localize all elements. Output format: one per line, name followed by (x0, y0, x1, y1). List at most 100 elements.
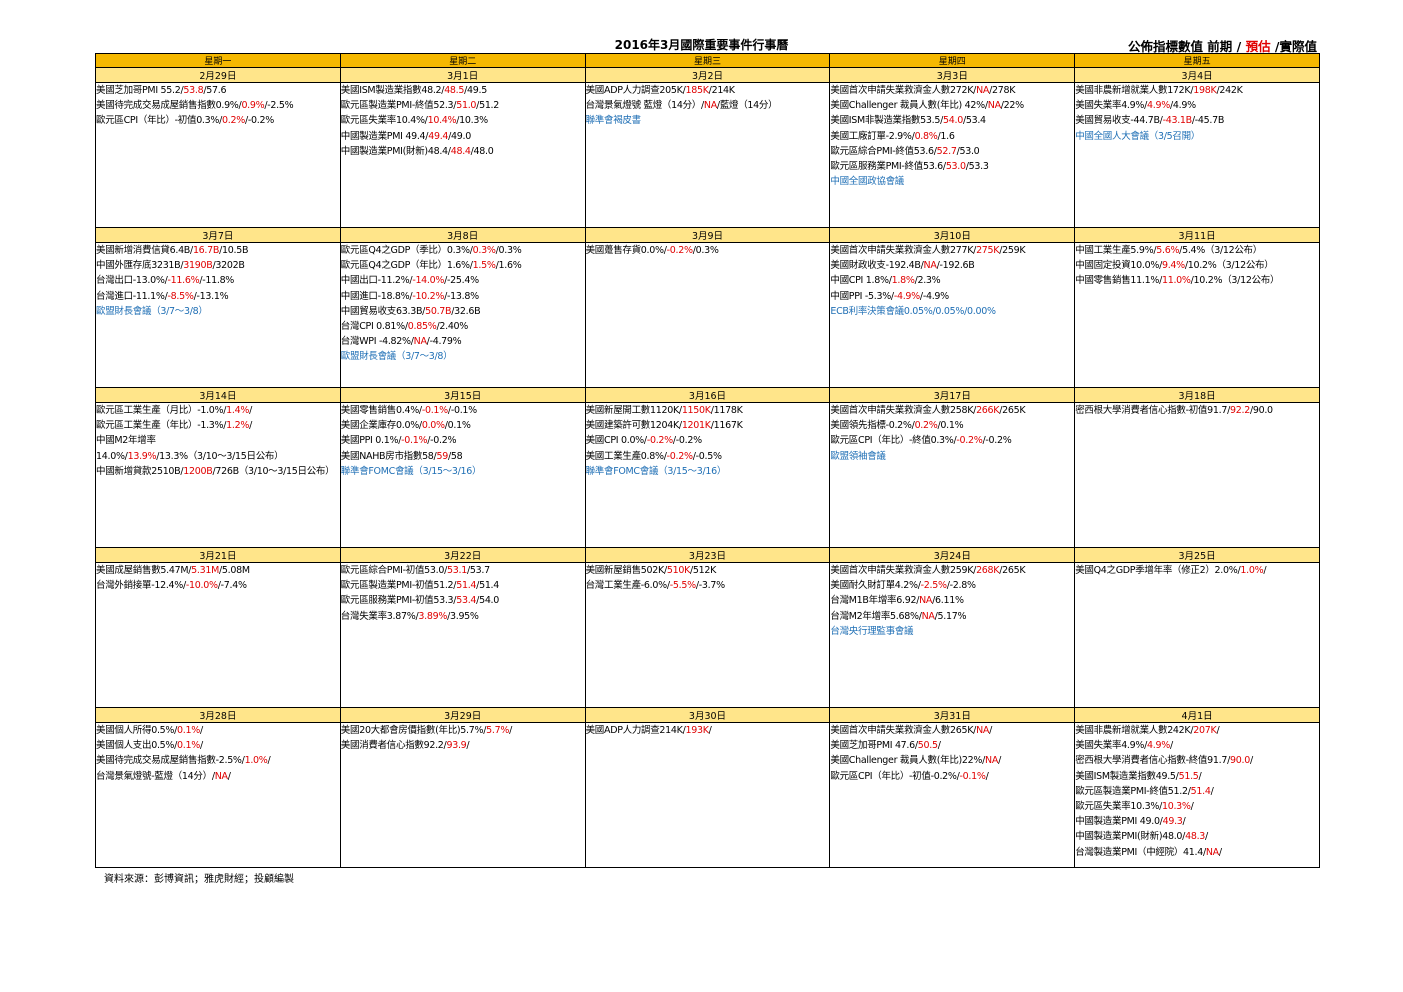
forecast-value: 1201K (681, 420, 711, 432)
weekday-header: 星期五 (1074, 53, 1320, 68)
forecast-value: 4.9% (1147, 100, 1170, 112)
forecast-value: NA (919, 595, 933, 607)
forecast-value: NA (985, 755, 999, 767)
event-line: 美國CPI 0.0%/-0.2%/-0.2% (585, 435, 703, 447)
forecast-value: NA (1205, 846, 1219, 858)
forecast-value: 1.0% (1240, 565, 1264, 576)
forecast-value: 4.9% (1147, 740, 1170, 752)
event-line: 中國貿易收支63.3B/50.7B/32.6B (340, 305, 481, 317)
source-note: 資料來源：彭博資訊；雅虎財經；投顧編製 (104, 874, 294, 885)
event-line: 美國新增消費信貸6.4B/16.7B/10.5B (96, 245, 249, 256)
forecast-value: 0.3% (472, 245, 496, 256)
event-line: 台灣央行理監事會議 (830, 625, 914, 637)
date-cell: 3月17日 (829, 387, 1076, 403)
forecast-value: 0.8% (914, 130, 938, 142)
event-line: ECB利率決策會議0.05%/0.05%/0.00% (830, 305, 996, 317)
event-line: 中國製造業PMI 49.4/49.4/49.0 (340, 130, 472, 142)
event-line: 歐盟領袖會議 (830, 450, 886, 462)
event-line: 美國工廠訂單-2.9%/0.8%/1.6 (830, 130, 955, 142)
date-cell: 3月25日 (1074, 547, 1320, 563)
event-line: 美國ADP人力調查214K/193K/ (585, 725, 712, 736)
weekday-header: 星期三 (584, 53, 831, 68)
day-events-cell: 美國20大都會房價指數(年比)5.7%/5.7%/美國消費者信心指數92.2/9… (339, 722, 586, 868)
date-cell: 3月31日 (829, 707, 1076, 723)
forecast-value: NA (703, 100, 717, 112)
forecast-value: -0.2% (956, 435, 983, 447)
event-line: 台灣失業率3.87%/3.89%/3.95% (340, 610, 479, 622)
forecast-value: -0.1% (421, 405, 448, 416)
forecast-value: NA (214, 770, 228, 782)
event-line: 美國建築許可數1204K/1201K/1167K (585, 420, 743, 432)
day-events-cell: 美國躉售存貨0.0%/-0.2%/0.3% (584, 242, 831, 388)
forecast-value: 3.89% (418, 610, 448, 622)
event-line: 歐元區工業生產（月比）-1.0%/1.4%/ (96, 405, 253, 416)
event-line: 美國ISM製造業指數49.5/51.5/ (1075, 770, 1202, 782)
date-cell: 4月1日 (1074, 707, 1320, 723)
page-title: 2016年3月國際重要事件行事曆 (614, 38, 789, 52)
events-row: 美國新增消費信貸6.4B/16.7B/10.5B 中國外匯存底3231B/3190… (95, 242, 1320, 388)
forecast-value: NA (987, 100, 1001, 112)
forecast-value: 50.5 (917, 740, 938, 752)
forecast-value: -2.5% (920, 580, 947, 592)
event-line: 美國待完成交易成屋銷售指數-2.5%/1.0%/ (96, 755, 271, 767)
forecast-value: 275K (976, 245, 1000, 256)
weekday-header-row: 星期一 星期二 星期三 星期四 星期五 (95, 53, 1320, 68)
forecast-value: 48.3 (1185, 831, 1206, 843)
forecast-value: 193K (685, 725, 709, 736)
forecast-value: 207K (1193, 725, 1217, 736)
forecast-value: 0.85% (407, 321, 437, 333)
event-line: 中國固定投資10.0%/9.4%/10.2%（3/12公布） (1075, 260, 1274, 272)
event-line: 台灣製造業PMI（中經院）41.4/NA/ (1075, 846, 1222, 858)
forecast-value: 1.4% (226, 405, 250, 416)
day-events-cell: 美國個人所得0.5%/0.1%/美國個人支出0.5%/0.1%/美國待完成交易成… (95, 722, 341, 868)
forecast-value: NA (976, 725, 990, 736)
event-line: 中國出口-11.2%/-14.0%/-25.4% (340, 275, 479, 287)
event-line: 美國Challenger 裁員人數(年比) 42%/NA/22% (830, 100, 1024, 112)
day-events-cell: 美國首次申請失業救濟金人數265K/NA/美國芝加哥PMI 47.6/50.5/… (829, 722, 1076, 868)
date-cell: 3月23日 (584, 547, 831, 563)
forecast-value: -0.2% (646, 435, 673, 447)
events-row: 美國個人所得0.5%/0.1%/美國個人支出0.5%/0.1%/美國待完成交易成… (95, 722, 1320, 868)
forecast-value: 268K (976, 565, 1000, 576)
date-cell: 3月2日 (584, 67, 831, 83)
event-line: 歐元區製造業PMI-初值51.2/51.4/51.4 (340, 580, 500, 592)
date-cell: 3月16日 (584, 387, 831, 403)
event-line: 中國全國人大會議（3/5召開） (1075, 130, 1200, 142)
forecast-value: 54.0 (942, 115, 963, 127)
date-cell: 3月15日 (339, 387, 586, 403)
forecast-value: 59 (436, 450, 448, 462)
events-row: 歐元區工業生產（月比）-1.0%/1.4%/歐元區工業生產（年比）-1.3%/1… (95, 402, 1320, 548)
event-line: 歐元區製造業PMI-終值52.3/51.0/51.2 (340, 100, 500, 112)
event-line: 美國Q4之GDP季增年率（修正2）2.0%/1.0%/ (1075, 565, 1267, 576)
event-line: 美國工業生產0.8%/-0.2%/-0.5% (585, 450, 722, 462)
event-line: 台灣WPI -4.82%/NA/-4.79% (340, 336, 462, 348)
forecast-value: -10.2% (412, 290, 445, 302)
event-line: 歐元區失業率10.3%/10.3%/ (1075, 801, 1194, 813)
day-events-cell: 美國Q4之GDP季增年率（修正2）2.0%/1.0%/ (1074, 562, 1320, 708)
event-line: 美國PPI 0.1%/-0.1%/-0.2% (340, 435, 457, 447)
event-line: 美國耐久財訂單4.2%/-2.5%/-2.8% (830, 580, 976, 592)
forecast-value: 1.5% (472, 260, 496, 272)
forecast-value: 13.9% (127, 450, 157, 462)
date-cell: 3月22日 (339, 547, 586, 563)
date-cell: 3月3日 (829, 67, 1076, 83)
event-line: 美國芝加哥PMI 47.6/50.5/ (830, 740, 941, 752)
event-line: 美國首次申請失業救濟金人數265K/NA/ (830, 725, 992, 736)
forecast-value: 10.4% (427, 115, 457, 127)
event-line: 中國CPI 1.8%/1.8%/2.3% (830, 275, 941, 287)
event-line: 台灣景氣燈號 藍燈（14分）/NA/藍燈（14分） (585, 100, 778, 112)
event-line: 台灣景氣燈號-藍燈（14分）/NA/ (96, 770, 231, 782)
forecast-value: 10.3% (1161, 801, 1191, 813)
event-line: 歐元區Q4之GDP（季比）0.3%/0.3%/0.3% (340, 245, 522, 256)
event-line: 中國製造業PMI 49.0/49.3/ (1075, 816, 1186, 828)
event-line: 中國外匯存底3231B/3190B/3202B (96, 260, 245, 272)
forecast-value: 51.5 (1178, 770, 1199, 782)
legend-forecast: 預估 (1245, 39, 1271, 54)
